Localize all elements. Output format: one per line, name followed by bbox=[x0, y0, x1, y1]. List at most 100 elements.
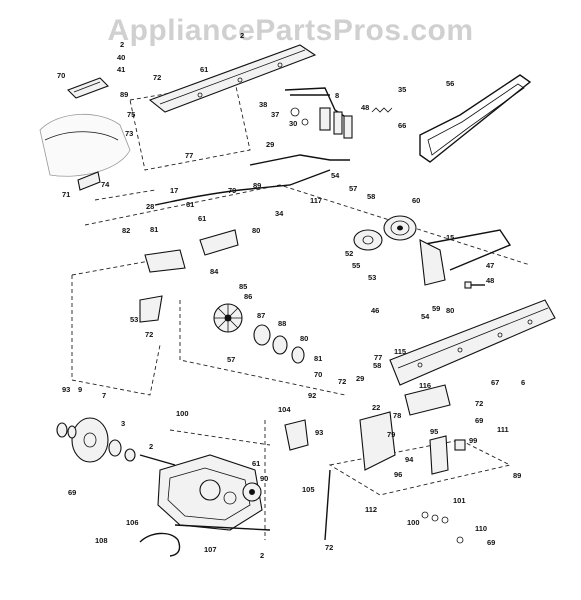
callout-label: 110 bbox=[475, 524, 487, 533]
callout-label: 77 bbox=[185, 151, 193, 160]
callout-label: 69 bbox=[487, 538, 495, 547]
callout-label: 60 bbox=[412, 196, 420, 205]
callout-label: 88 bbox=[278, 319, 286, 328]
callout-label: 79 bbox=[387, 430, 395, 439]
callout-label: 35 bbox=[398, 85, 406, 94]
callout-label: 2 bbox=[240, 31, 244, 40]
bracket-71 bbox=[77, 171, 101, 191]
callout-label: 58 bbox=[373, 361, 381, 370]
callout-label: 73 bbox=[125, 129, 133, 138]
callout-label: 8 bbox=[335, 91, 339, 100]
callout-label: 72 bbox=[338, 377, 346, 386]
callout-label: 81 bbox=[150, 225, 158, 234]
callout-label: 85 bbox=[239, 282, 247, 291]
callout-label: 55 bbox=[352, 261, 360, 270]
callout-label: 100 bbox=[407, 518, 420, 527]
callout-label: 82 bbox=[122, 226, 130, 235]
callout-label: 77 bbox=[374, 353, 382, 362]
callout-label: 80 bbox=[300, 334, 308, 343]
callout-label: 79 bbox=[228, 186, 236, 195]
pulley-87 bbox=[253, 324, 271, 346]
callout-label: 54 bbox=[421, 312, 430, 321]
callout-label: 57 bbox=[349, 184, 357, 193]
callout-label: 15 bbox=[446, 233, 454, 242]
cooling-fan bbox=[213, 303, 243, 333]
hose-107 bbox=[139, 532, 181, 557]
callout-label: 2 bbox=[120, 40, 124, 49]
callout-label: 94 bbox=[405, 455, 414, 464]
cable-17 bbox=[154, 169, 331, 206]
callout-label: 89 bbox=[513, 471, 521, 480]
callout-label: 2 bbox=[260, 551, 264, 560]
callout-label: 75 bbox=[127, 110, 135, 119]
callout-label: 41 bbox=[117, 65, 125, 74]
callout-label: 66 bbox=[398, 121, 406, 130]
callout-label: 2 bbox=[149, 442, 153, 451]
brake-bracket bbox=[144, 229, 239, 273]
pulley-88 bbox=[272, 335, 288, 355]
callout-label: 96 bbox=[394, 470, 402, 479]
callout-label: 104 bbox=[278, 405, 291, 414]
callout-label: 74 bbox=[101, 180, 110, 189]
callout-label: 40 bbox=[117, 53, 125, 62]
callout-label: 47 bbox=[486, 261, 494, 270]
lift-shaft bbox=[284, 87, 353, 139]
callout-label: 38 bbox=[259, 100, 267, 109]
callout-label: 17 bbox=[170, 186, 178, 195]
callout-label: 53 bbox=[130, 315, 138, 324]
callout-label: 87 bbox=[257, 311, 265, 320]
callout-label: 48 bbox=[486, 276, 494, 285]
callout-label: 67 bbox=[491, 378, 499, 387]
pulley-60 bbox=[383, 215, 417, 241]
callout-label: 9 bbox=[78, 385, 82, 394]
callout-label: 78 bbox=[393, 411, 401, 420]
callout-label: 70 bbox=[314, 370, 322, 379]
callout-label: 61 bbox=[200, 65, 208, 74]
lower-frame-rail bbox=[389, 299, 556, 386]
callout-label: 53 bbox=[368, 273, 376, 282]
callout-label: 54 bbox=[331, 171, 340, 180]
callout-label: 61 bbox=[186, 200, 194, 209]
wheel-hub bbox=[56, 417, 176, 466]
callout-label: 37 bbox=[271, 110, 279, 119]
callout-label: 89 bbox=[120, 90, 128, 99]
callout-label: 116 bbox=[419, 381, 431, 390]
callout-label: 100 bbox=[176, 409, 189, 418]
callout-label: 93 bbox=[315, 428, 323, 437]
transaxle bbox=[157, 454, 271, 531]
callout-label: 92 bbox=[308, 391, 316, 400]
callout-label: 99 bbox=[469, 436, 477, 445]
callout-label: 95 bbox=[430, 427, 438, 436]
bracket-95 bbox=[429, 435, 466, 475]
callout-label: 6 bbox=[521, 378, 525, 387]
callout-label: 30 bbox=[289, 119, 297, 128]
callout-label: 22 bbox=[372, 403, 380, 412]
callout-label: 57 bbox=[227, 355, 235, 364]
brake-pedal bbox=[67, 77, 109, 99]
callout-label: 111 bbox=[497, 425, 509, 434]
callout-label: 80 bbox=[446, 306, 454, 315]
callout-label: 61 bbox=[252, 459, 260, 468]
callout-label: 29 bbox=[266, 140, 274, 149]
callout-label: 59 bbox=[432, 304, 440, 313]
callout-label: 34 bbox=[275, 209, 284, 218]
callout-label: 80 bbox=[252, 226, 260, 235]
idler-arm bbox=[419, 229, 512, 286]
bracket-53 bbox=[139, 295, 163, 323]
drive-belt bbox=[419, 74, 532, 163]
pulley-80 bbox=[291, 346, 305, 364]
callout-label: 90 bbox=[260, 474, 268, 483]
callout-label: 52 bbox=[345, 249, 353, 258]
callout-label: 72 bbox=[153, 73, 161, 82]
callout-label: 72 bbox=[325, 543, 333, 552]
callout-label: 58 bbox=[367, 192, 375, 201]
callout-label: 71 bbox=[62, 190, 70, 199]
callout-label: 101 bbox=[453, 496, 466, 505]
callout-label: 84 bbox=[210, 267, 219, 276]
callout-label: 72 bbox=[145, 330, 153, 339]
callout-label: 7 bbox=[102, 391, 106, 400]
upper-frame-rail bbox=[148, 44, 317, 113]
callout-label: 81 bbox=[314, 354, 322, 363]
